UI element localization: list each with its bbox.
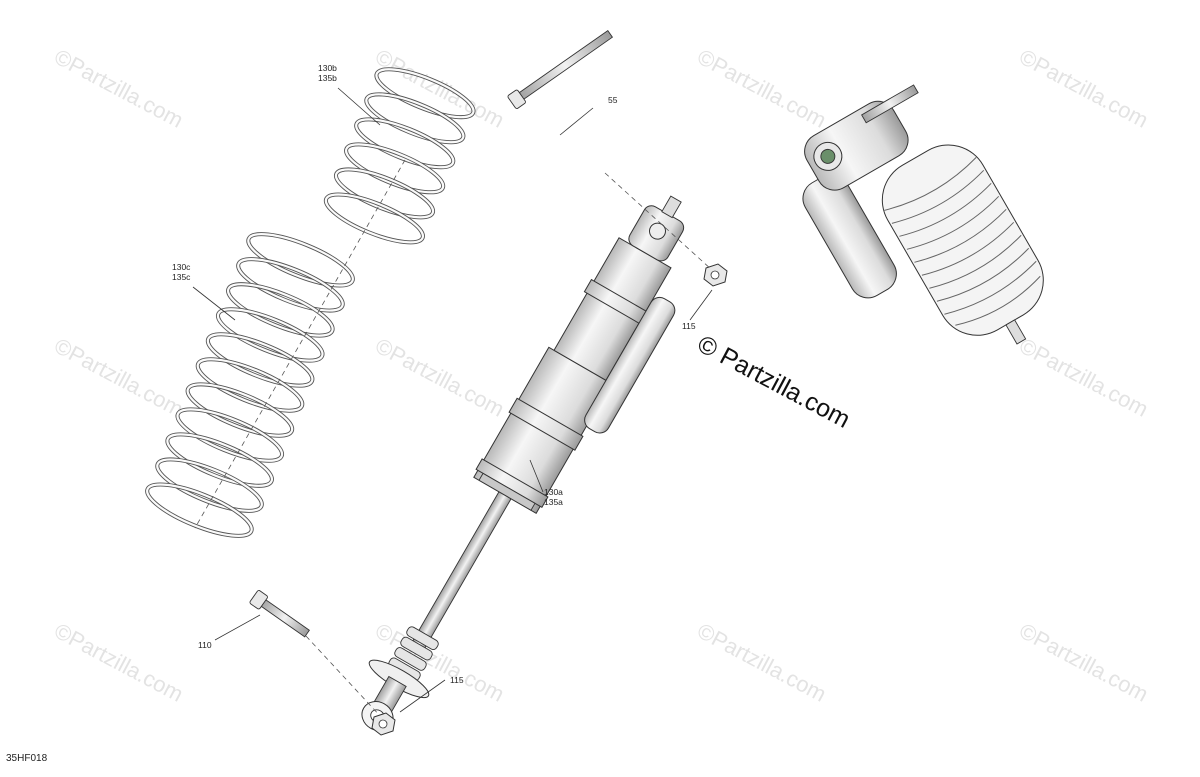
callout-part-number: 110 bbox=[198, 640, 212, 650]
callout-115-upper: 115 bbox=[682, 321, 696, 331]
callout-part-number: 115 bbox=[682, 321, 696, 331]
spring-axis-line bbox=[194, 159, 406, 529]
assembled-shock-view bbox=[802, 84, 1044, 345]
callout-115-lower: 115 bbox=[450, 675, 464, 685]
leader-lines bbox=[192, 87, 713, 713]
callout-part-number: 115 bbox=[450, 675, 464, 685]
upper-spring bbox=[323, 67, 476, 245]
shock-absorber bbox=[361, 195, 685, 732]
lower-mounting-bolt bbox=[249, 590, 310, 638]
callout-part-number: 135c bbox=[172, 272, 191, 282]
callout-130a-135a: 130a 135a bbox=[544, 487, 563, 507]
callout-part-number: 130a bbox=[544, 487, 563, 497]
upper-lock-nut bbox=[703, 263, 728, 287]
upper-mounting-bolt bbox=[507, 30, 614, 109]
lower-spring bbox=[145, 232, 355, 538]
callout-part-number: 135b bbox=[318, 73, 337, 83]
lower-lock-nut bbox=[371, 712, 396, 736]
callout-part-number: 130c bbox=[172, 262, 191, 272]
callout-130c-135c: 130c 135c bbox=[172, 262, 190, 282]
lower-bolt-axis-line bbox=[305, 635, 383, 719]
diagram-code: 35HF018 bbox=[6, 753, 48, 764]
callout-110: 110 bbox=[198, 640, 212, 650]
callout-part-number: 55 bbox=[608, 95, 618, 105]
callout-part-number: 135a bbox=[544, 497, 563, 507]
upper-bolt-axis-line bbox=[604, 172, 713, 271]
callout-part-number: 130b bbox=[318, 63, 337, 73]
callout-55: 55 bbox=[608, 95, 617, 105]
callout-130b-135b: 130b 135b bbox=[318, 63, 337, 83]
